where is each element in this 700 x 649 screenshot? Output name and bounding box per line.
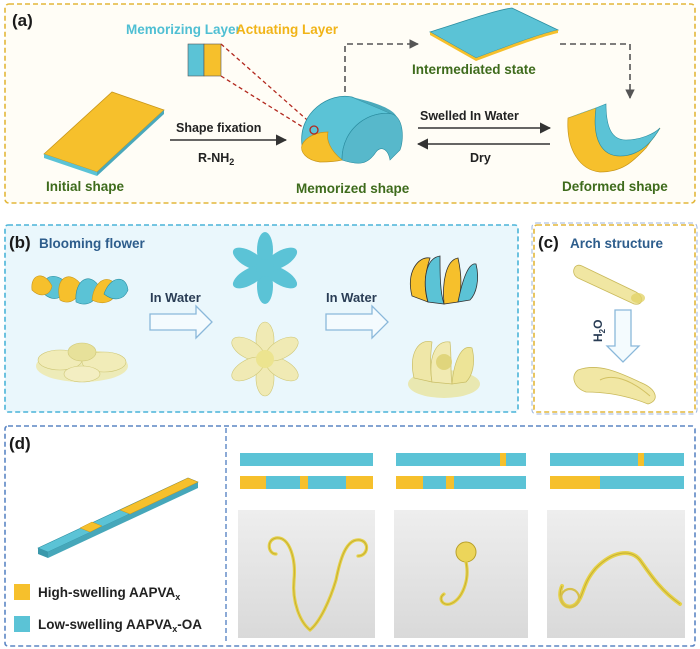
photo-v-shape	[238, 510, 375, 638]
panel-b-title: Blooming flower	[39, 236, 145, 251]
panel-d-tag: (d)	[9, 434, 31, 453]
panel-c: (c) Arch structure H2O	[531, 222, 698, 415]
reagent-label: R-NH2	[198, 151, 234, 167]
initial-shape-sheet	[43, 91, 165, 176]
legend-low-swatch	[14, 616, 30, 632]
memorizing-layer-block	[187, 43, 205, 77]
panel-b-border	[4, 224, 519, 413]
bilayer-inset	[187, 43, 222, 77]
strip-pattern-3	[550, 453, 684, 489]
shape-fixation-label: Shape fixation	[176, 121, 261, 135]
flower-photo-swelled	[231, 321, 299, 397]
bilayer-strip-3d	[37, 477, 199, 558]
arch-photo-swelled	[573, 366, 656, 405]
flower-photo-bud	[408, 340, 480, 398]
swelled-label: Swelled In Water	[420, 109, 519, 123]
in-water-label-1: In Water	[150, 290, 201, 305]
panel-b: (b) Blooming flower In Water	[4, 224, 519, 413]
memorized-shape-label: Memorized shape	[296, 181, 410, 196]
panel-d: (d) High-swelling AAPVAx Low-swelling AA…	[4, 425, 696, 647]
arch-photo-initial	[573, 264, 645, 305]
dashed-path-up	[344, 39, 419, 92]
photo-hook-shape	[394, 510, 528, 638]
legend-high-swatch	[14, 584, 30, 600]
actuating-layer-block	[203, 43, 222, 77]
deformed-shape-label: Deformed shape	[562, 179, 668, 194]
photo-arch-shape	[547, 510, 685, 638]
flower-photo-initial	[36, 342, 128, 383]
in-water-arrow-2	[325, 304, 389, 340]
legend-high-label: High-swelling AAPVAx	[38, 585, 180, 602]
zoom-point-circle	[309, 125, 319, 135]
in-water-label-2: In Water	[326, 290, 377, 305]
h2o-label: H2O	[591, 320, 607, 342]
dashed-path-down	[560, 43, 635, 99]
h2o-arrow	[605, 309, 641, 363]
panel-c-title: Arch structure	[570, 236, 664, 251]
intermediated-state-label: Intermediated state	[412, 62, 536, 77]
zoom-line-bottom	[220, 75, 315, 135]
memorizing-layer-label: Memorizing Layer	[126, 22, 242, 37]
flower-cupped-schematic	[31, 275, 129, 305]
initial-shape-label: Initial shape	[46, 179, 125, 194]
panel-a-tag: (a)	[12, 11, 33, 30]
panel-b-tag: (b)	[9, 233, 31, 252]
strip-pattern-1	[240, 453, 373, 489]
intermediated-state-sheet	[428, 7, 560, 61]
strip-pattern-2	[396, 453, 526, 489]
in-water-arrow-1	[149, 304, 213, 340]
dry-label: Dry	[470, 151, 491, 165]
actuating-layer-label: Actuating Layer	[236, 22, 339, 37]
flower-bud-schematic	[410, 255, 478, 305]
deformed-shape-trough	[567, 103, 661, 173]
panel-a: (a) Memorizing Layer Actuating Layer Ini…	[4, 3, 696, 204]
legend-low-label: Low-swelling AAPVAx-OA	[38, 617, 202, 634]
panel-c-tag: (c)	[538, 233, 559, 252]
flower-flat-schematic	[232, 232, 298, 304]
memorized-shape-roll	[301, 95, 403, 164]
